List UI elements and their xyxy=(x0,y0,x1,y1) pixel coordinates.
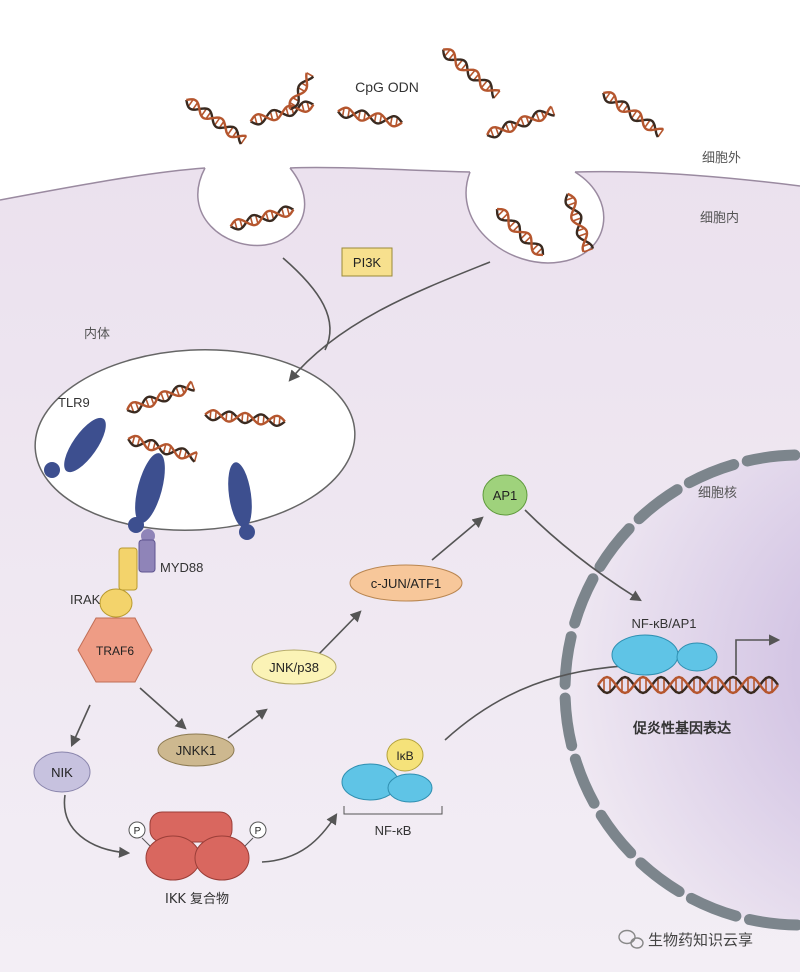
nfkb-ap1-nuclear-complex xyxy=(611,634,718,676)
cpg-helix-2 xyxy=(249,100,315,126)
cpg-helix-13 xyxy=(127,434,198,463)
arrow-cjun-to-ap1 xyxy=(431,516,484,561)
cjun-atf1-label: c-JUN/ATF1 xyxy=(371,576,442,591)
arrow-ap1-to-nucleus xyxy=(524,509,642,602)
traf6-label: TRAF6 xyxy=(96,644,134,658)
nfkb-ap1-label: NF-κB/AP1 xyxy=(631,616,696,631)
pi3k-box xyxy=(341,247,393,277)
genomic-helix xyxy=(597,675,779,695)
arrow-traf6-to-jnkk1 xyxy=(139,687,187,730)
phospho-right-label: P xyxy=(255,826,262,837)
arrow-ikk-to-nfkb xyxy=(261,813,338,863)
cpg-helix-3 xyxy=(288,72,315,111)
wechat-icon xyxy=(618,929,644,949)
plasma-membrane xyxy=(0,167,206,201)
endosome-label: 内体 xyxy=(84,326,110,342)
ikk-complex xyxy=(128,811,267,881)
endosome xyxy=(34,348,356,532)
cpg-helix-8 xyxy=(229,205,295,231)
traf6-node xyxy=(77,617,153,683)
myd88-label: MYD88 xyxy=(160,560,203,575)
ap1-label: AP1 xyxy=(493,488,518,503)
arrow-traf6-to-nik xyxy=(70,704,91,748)
tlr9-receptor xyxy=(44,417,255,540)
cpg-odn-label: CpG ODN xyxy=(355,79,419,95)
jnk-p38-node xyxy=(251,649,337,685)
ikk-complex-label: IKK 复合物 xyxy=(165,892,229,907)
jnkk1-node xyxy=(157,733,235,767)
arrow-nfkb-to-nucleus xyxy=(444,659,643,741)
arrow-vesicle-left-to-endosome xyxy=(282,257,331,351)
irak-kinase xyxy=(99,547,138,618)
gene-expression-label: 促炎性基因表达 xyxy=(632,720,731,737)
inside-cell-label: 细胞内 xyxy=(700,210,739,226)
nfkb-label: NF-κB xyxy=(375,823,412,838)
outside-cell-label: 细胞外 xyxy=(702,151,741,166)
endocytic-vesicle-left xyxy=(197,167,306,247)
cpg-helix-1 xyxy=(185,98,248,145)
myd88-adaptor xyxy=(138,529,156,573)
nik-label: NIK xyxy=(51,765,73,780)
phospho-left xyxy=(128,821,146,839)
nik-node xyxy=(33,751,91,793)
phospho-left-label: P xyxy=(134,826,141,837)
cpg-helix-11 xyxy=(126,380,196,414)
cjun-atf1-node xyxy=(349,564,463,602)
cpg-helix-7 xyxy=(602,91,665,138)
transcription-arrow xyxy=(735,634,781,675)
pi3k-label: PI3K xyxy=(353,255,382,270)
arrow-vesicle-right-to-endosome xyxy=(288,261,491,382)
jnk-p38-label: JNK/p38 xyxy=(269,660,319,675)
arrow-nik-to-ikk xyxy=(63,794,131,858)
arrow-jnk-to-cjun xyxy=(317,610,362,656)
nfkb-ikb-complex xyxy=(341,738,443,815)
cpg-helix-12 xyxy=(204,409,286,427)
cpg-odn-strands xyxy=(126,48,665,463)
cpg-helix-5 xyxy=(441,48,501,99)
cpg-helix-9 xyxy=(495,207,545,257)
tlr9-label: TLR9 xyxy=(58,395,90,410)
ap1-node xyxy=(482,474,528,516)
phospho-right xyxy=(249,821,267,839)
ikb-label: IκB xyxy=(396,749,413,763)
irak-label: IRAK xyxy=(70,592,101,607)
genomic-dna xyxy=(597,675,779,695)
jnkk1-label: JNKK1 xyxy=(176,743,216,758)
cpg-helix-4 xyxy=(337,106,403,128)
arrow-jnkk1-to-jnk xyxy=(227,708,268,739)
nucleus-label: 细胞核 xyxy=(698,486,737,501)
watermark-label: 生物药知识云享 xyxy=(648,931,753,949)
cpg-helix-6 xyxy=(486,105,556,139)
cpg-helix-10 xyxy=(564,192,594,253)
